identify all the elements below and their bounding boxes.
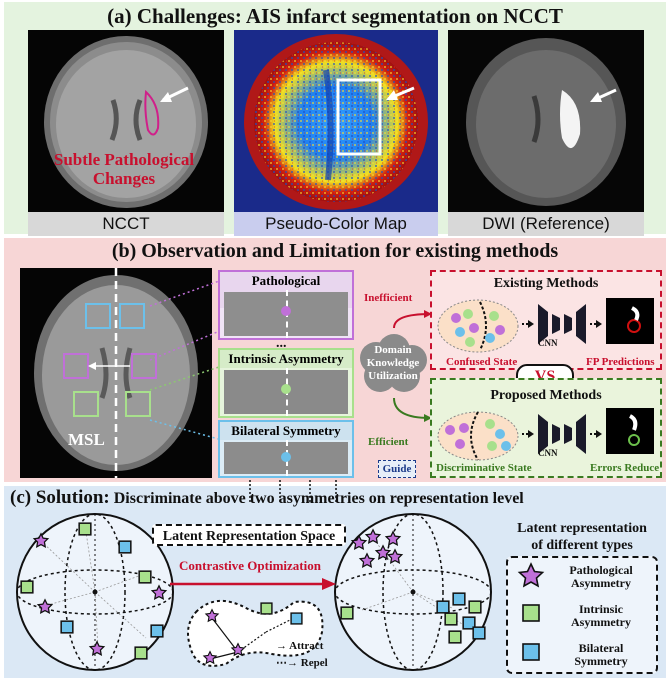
pathological-marker (89, 641, 105, 656)
pseudo-color-map (234, 30, 438, 212)
roi-box (336, 78, 382, 156)
domain-knowledge-cloud (360, 334, 427, 392)
ncct-image (28, 30, 224, 212)
branch-arrows (393, 310, 432, 422)
patch-bilateral-title: Bilateral Symmetry (220, 422, 352, 440)
patch-pathological: Pathological Asymmetry (218, 270, 354, 340)
intrinsic-marker (134, 646, 148, 660)
patch-bilateral: Bilateral Symmetry (218, 420, 354, 478)
intrinsic-marker (138, 570, 152, 584)
ct-msl-image (20, 268, 212, 478)
dwi-label: DWI (Reference) (448, 212, 644, 236)
legend-intrinsic: Intrinsic Asymmetry (571, 602, 631, 629)
bilateral-marker (150, 624, 164, 638)
msl-label: MSL (68, 430, 105, 449)
intrinsic-marker (448, 630, 462, 644)
latent-space-label: Latent Representation Space (152, 524, 346, 546)
pseudo-color-label: Pseudo-Color Map (234, 212, 438, 236)
legend-title: Latent representation of different types (517, 521, 647, 553)
pathological-marker (375, 545, 391, 560)
contrastive-blob (187, 600, 324, 667)
patch-intrinsic: Intrinsic Asymmetry (218, 348, 354, 418)
efficient-label: Efficient (368, 436, 409, 448)
existing-diagram (437, 298, 654, 353)
panel-a-title: (a) Challenges: AIS infarct segmentation… (107, 4, 563, 28)
discriminative-state-label: Discriminative State (436, 462, 532, 474)
bilateral-marker (472, 626, 486, 640)
legend-star-icon (517, 562, 545, 588)
attract-label: → Attract (276, 640, 324, 652)
panel-b-title: (b) Observation and Limitation for exist… (111, 240, 559, 262)
contrastive-arrow (170, 578, 336, 590)
panel-c-title: (c) Solution: Discriminate above two asy… (10, 487, 524, 508)
contrastive-label: Contrastive Optimization (179, 558, 321, 573)
intrinsic-marker (78, 522, 92, 536)
confused-state-label: Confused State (446, 356, 518, 368)
pathological-marker (365, 529, 381, 544)
bilateral-marker (118, 540, 132, 554)
lesion-outline (144, 89, 160, 136)
guide-badge: Guide (378, 460, 416, 478)
pathological-marker (231, 643, 245, 656)
pathological-marker (203, 651, 217, 664)
errors-reduce-label: Errors Reduce (590, 462, 660, 474)
legend-symbols (517, 562, 545, 661)
bilateral-marker (452, 592, 466, 606)
bilateral-marker (290, 612, 303, 625)
dwi-image (448, 30, 644, 212)
pathological-marker (37, 599, 53, 614)
intrinsic-marker (468, 600, 482, 614)
pathological-marker (359, 553, 375, 568)
intrinsic-marker (444, 612, 458, 626)
pathological-marker (385, 531, 401, 546)
legend-pathological: Pathological Asymmetry (569, 563, 633, 590)
intrinsic-marker (340, 606, 354, 620)
bilateral-marker (60, 620, 74, 634)
inefficient-label: Inefficient (364, 292, 413, 304)
bilateral-marker (436, 600, 450, 614)
proposed-diagram (437, 408, 654, 461)
pathological-marker (33, 533, 49, 548)
subtle-changes-annotation: Subtle Pathological Changes (53, 150, 195, 188)
patch-intrinsic-title: Intrinsic Asymmetry (220, 350, 352, 368)
intrinsic-marker (260, 602, 273, 615)
dwi-lesion (560, 90, 581, 149)
proposed-methods-title: Proposed Methods (490, 388, 602, 403)
fp-predictions-label: FP Predictions (586, 356, 655, 368)
cnn-label-top: CNN (538, 338, 558, 348)
repel-label: ⋯→ Repel (276, 657, 328, 669)
legend-blue-square-icon (522, 643, 540, 661)
existing-methods-title: Existing Methods (493, 276, 599, 291)
pathological-marker (205, 609, 219, 622)
patch-ellipsis: ... (276, 336, 287, 351)
domain-knowledge-text: Domain Knowledge Utilization (366, 344, 420, 382)
pathological-marker (351, 535, 367, 550)
ncct-label: NCCT (28, 212, 224, 236)
cnn-label-bottom: CNN (538, 448, 558, 458)
left-sphere (16, 513, 174, 671)
pathological-marker (151, 585, 167, 600)
intrinsic-marker (20, 580, 34, 594)
legend-green-square-icon (522, 604, 540, 622)
legend-bilateral: Bilateral Symmetry (574, 641, 628, 668)
patch-connectors (149, 279, 223, 441)
pathological-marker (387, 549, 403, 564)
